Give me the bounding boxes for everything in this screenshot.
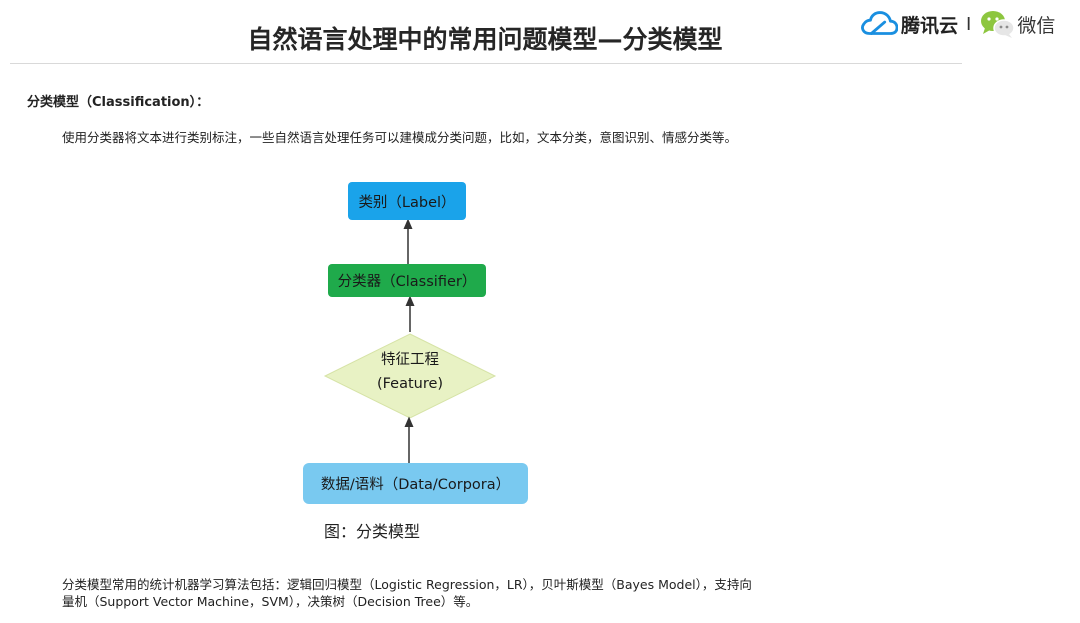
footer-paragraph: 分类模型常用的统计机器学习算法包括：逻辑回归模型（Logistic Regres… <box>62 576 862 610</box>
title-divider <box>10 63 962 64</box>
data-node: 数据/语料（Data/Corpora） <box>303 463 528 504</box>
footer-line-2: 量机（Support Vector Machine，SVM），决策树（Decis… <box>62 594 479 609</box>
intro-paragraph: 使用分类器将文本进行类别标注，一些自然语言处理任务可以建模成分类问题，比如，文本… <box>62 130 738 145</box>
tencent-cloud-label: 腾讯云 <box>901 14 959 37</box>
classifier-node: 分类器（Classifier） <box>328 264 486 297</box>
footer-line-1: 分类模型常用的统计机器学习算法包括：逻辑回归模型（Logistic Regres… <box>62 577 752 592</box>
figure-caption: 图：分类模型 <box>324 522 421 541</box>
section-heading: 分类模型（Classification）： <box>27 95 210 110</box>
wechat-label: 微信 <box>1017 14 1056 37</box>
classifier-node-text: 分类器（Classifier） <box>337 274 477 290</box>
label-node-text: 类别（Label） <box>358 194 456 211</box>
feature-node-title: 特征工程 <box>381 352 439 368</box>
data-node-text: 数据/语料（Data/Corpora） <box>320 477 511 493</box>
brand-separator: I <box>966 13 972 35</box>
brand-logos: 腾讯云 I 微信 <box>860 7 1070 41</box>
wechat-icon <box>981 11 1016 38</box>
label-node: 类别（Label） <box>348 182 466 220</box>
page-title: 自然语言处理中的常用问题模型—分类模型 <box>247 25 723 54</box>
feature-node-subtitle: (Feature) <box>376 376 444 392</box>
tencent-cloud-icon <box>861 11 898 35</box>
